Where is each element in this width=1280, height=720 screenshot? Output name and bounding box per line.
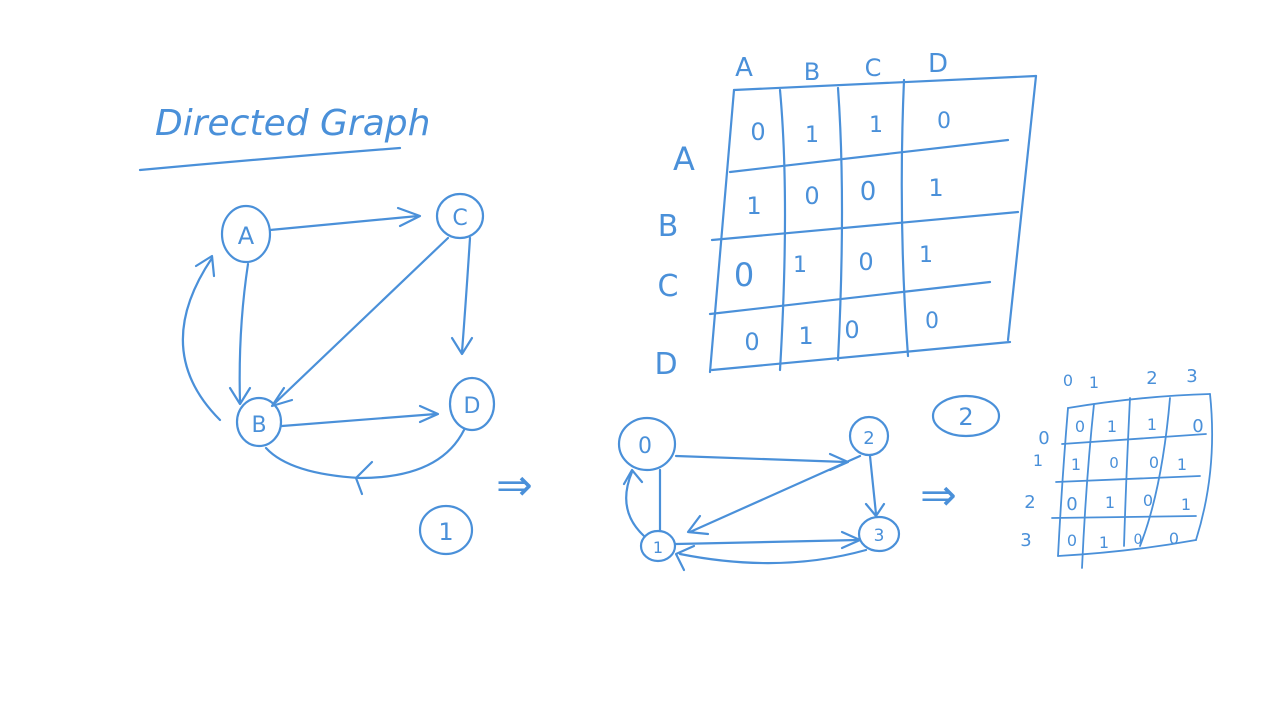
matrix1-cell: 0 [858, 248, 873, 276]
graph2-node-0-label: 0 [638, 434, 652, 459]
graph1-edge-b-a [181, 254, 222, 422]
graph2-node-2: 2 [848, 415, 890, 457]
matrix1-col-header: D [928, 49, 948, 79]
matrix1-cell: 1 [798, 322, 813, 350]
matrix2-cell: 0 [1149, 453, 1159, 472]
matrix2-col-header: 2 [1146, 368, 1157, 389]
matrix2-row-header: 3 [1020, 530, 1031, 551]
graph1-node-c: C [435, 192, 485, 240]
graph1-node-b-label: B [251, 413, 266, 438]
graph1-node-a-label: A [238, 222, 255, 250]
matrix1-col-header: C [865, 54, 882, 82]
matrix1-cell: 1 [746, 192, 761, 220]
graph1-edge-d-b [264, 428, 466, 496]
matrix2-col-header: 1 [1089, 373, 1099, 392]
matrix2-cell: 0 [1109, 454, 1119, 472]
graph-2: 0 2 1 3 [617, 415, 901, 572]
matrix1-cell: 1 [919, 243, 933, 268]
matrix2-col-header: 3 [1186, 366, 1197, 387]
graph2-node-1: 1 [639, 529, 677, 563]
matrix1-cell: 0 [744, 328, 759, 356]
graph2-edge-1-0 [622, 468, 646, 538]
graph1-edge-c-d [450, 236, 474, 356]
matrix1-row-header: B [658, 209, 679, 244]
graph2-edge-0-2 [674, 452, 850, 472]
step-marker-1: 1 [418, 504, 474, 556]
matrix2-cell: 1 [1099, 533, 1109, 552]
matrix1-cell: 1 [805, 123, 819, 148]
matrix2-cell: 1 [1105, 493, 1115, 512]
matrix2-cell: 1 [1181, 495, 1191, 514]
matrix2-row-header: 0 [1038, 428, 1049, 449]
title-underline [138, 146, 402, 172]
matrix2-cell: 1 [1177, 455, 1187, 474]
matrix2-cell: 1 [1147, 415, 1157, 434]
matrix2-col-header: 0 [1063, 371, 1073, 390]
graph2-node-3-label: 3 [874, 526, 885, 546]
step-marker-2-label: 2 [958, 403, 973, 431]
matrix1-cell: 1 [793, 253, 807, 278]
adjacency-matrix-1: A B C D A B C D 0 1 1 0 1 0 0 1 0 1 0 1 … [654, 49, 1038, 382]
matrix2-row-header: 1 [1033, 451, 1043, 470]
matrix1-cell: 0 [750, 118, 765, 146]
graph1-edge-c-b [270, 236, 450, 408]
graph2-node-2-label: 2 [863, 428, 874, 449]
graph1-edge-a-b [228, 262, 252, 406]
matrix2-row-header: 2 [1024, 492, 1035, 513]
matrix1-cell: 0 [804, 182, 819, 210]
graph1-node-d: D [448, 376, 496, 432]
matrix2-cell: 0 [1066, 494, 1077, 515]
implies-arrow-1: ⇒ [496, 460, 533, 511]
graph2-edge-1-3 [674, 530, 862, 550]
matrix1-col-header: B [804, 58, 820, 86]
matrix1-cell: 0 [734, 256, 754, 294]
matrix2-cell: 0 [1192, 416, 1203, 437]
matrix2-cell: 0 [1067, 531, 1077, 550]
diagram-title: Directed Graph [155, 103, 430, 144]
graph2-edge-2-1 [686, 454, 862, 536]
matrix2-cell: 0 [1169, 529, 1179, 548]
matrix1-cell: 0 [937, 109, 951, 134]
graph2-node-0: 0 [617, 416, 677, 472]
matrix1-cell: 0 [844, 316, 859, 344]
matrix1-cell: 1 [928, 174, 943, 202]
matrix2-cell: 0 [1075, 417, 1085, 436]
graph2-edge-3-1 [674, 544, 868, 572]
graph2-edge-2-3 [864, 454, 886, 518]
graph1-node-d-label: D [464, 394, 481, 419]
matrix1-row-header: C [658, 269, 679, 304]
adjacency-matrix-2: 0 1 2 3 0 1 2 3 0 1 1 0 1 0 0 1 0 1 0 1 … [1020, 366, 1213, 569]
matrix2-cell: 0 [1134, 532, 1143, 548]
matrix1-row-header: A [673, 140, 695, 178]
graph1-edge-b-d [280, 404, 440, 428]
graph1-node-c-label: C [452, 206, 467, 231]
matrix1-cell: 1 [869, 113, 883, 138]
step-marker-1-label: 1 [438, 518, 453, 546]
matrix1-cell: 0 [860, 177, 877, 207]
graph2-node-3: 3 [857, 515, 901, 553]
graph1-node-a: A [220, 204, 272, 264]
graph1-node-b: B [235, 396, 283, 448]
matrix1-cell: 0 [925, 309, 939, 334]
step-marker-2: 2 [931, 394, 1001, 438]
matrix2-cell: 1 [1071, 455, 1081, 474]
matrix1-col-header: A [735, 53, 753, 83]
matrix2-cell: 0 [1143, 491, 1153, 510]
graph1-edge-a-c [268, 206, 422, 232]
matrix1-row-header: D [654, 347, 677, 382]
implies-arrow-2: ⇒ [920, 470, 957, 521]
graph-1: A C B D [181, 192, 496, 496]
graph2-node-1-label: 1 [653, 538, 663, 557]
matrix2-cell: 1 [1107, 417, 1117, 436]
